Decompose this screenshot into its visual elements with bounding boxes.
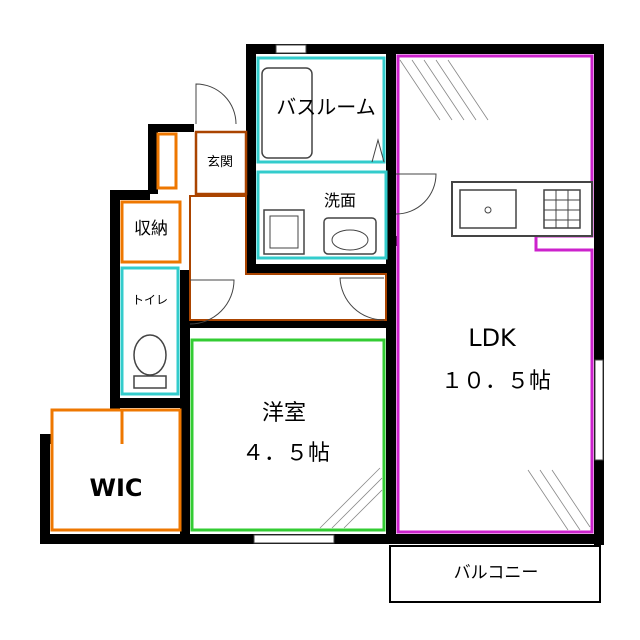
genkan bbox=[194, 83, 248, 196]
yoshitsu-name-label: 洋室 bbox=[262, 401, 306, 426]
shuno-label: 収納 bbox=[134, 219, 168, 239]
wic-label: WIC bbox=[89, 474, 142, 502]
outer-walls bbox=[40, 44, 604, 545]
ldk-size-label: １０．５帖 bbox=[441, 369, 551, 394]
ldk-name-label: LDK bbox=[468, 324, 517, 352]
yoshitsu-size-label: ４．５帖 bbox=[242, 441, 330, 466]
corridor bbox=[189, 195, 387, 325]
storage-areas bbox=[50, 132, 182, 532]
balcony bbox=[389, 545, 601, 603]
washroom bbox=[256, 170, 388, 260]
bath-label: バスルーム bbox=[276, 95, 375, 119]
western-room bbox=[190, 338, 386, 532]
bathroom bbox=[256, 56, 386, 164]
toilet-room bbox=[120, 266, 180, 396]
balcony-label: バルコニー bbox=[454, 563, 539, 583]
ldk-room bbox=[395, 54, 594, 534]
toilet-label: トイレ bbox=[132, 293, 168, 307]
senmen-label: 洗面 bbox=[324, 191, 356, 210]
genkan-label: 玄関 bbox=[207, 155, 233, 170]
windows bbox=[253, 44, 604, 544]
